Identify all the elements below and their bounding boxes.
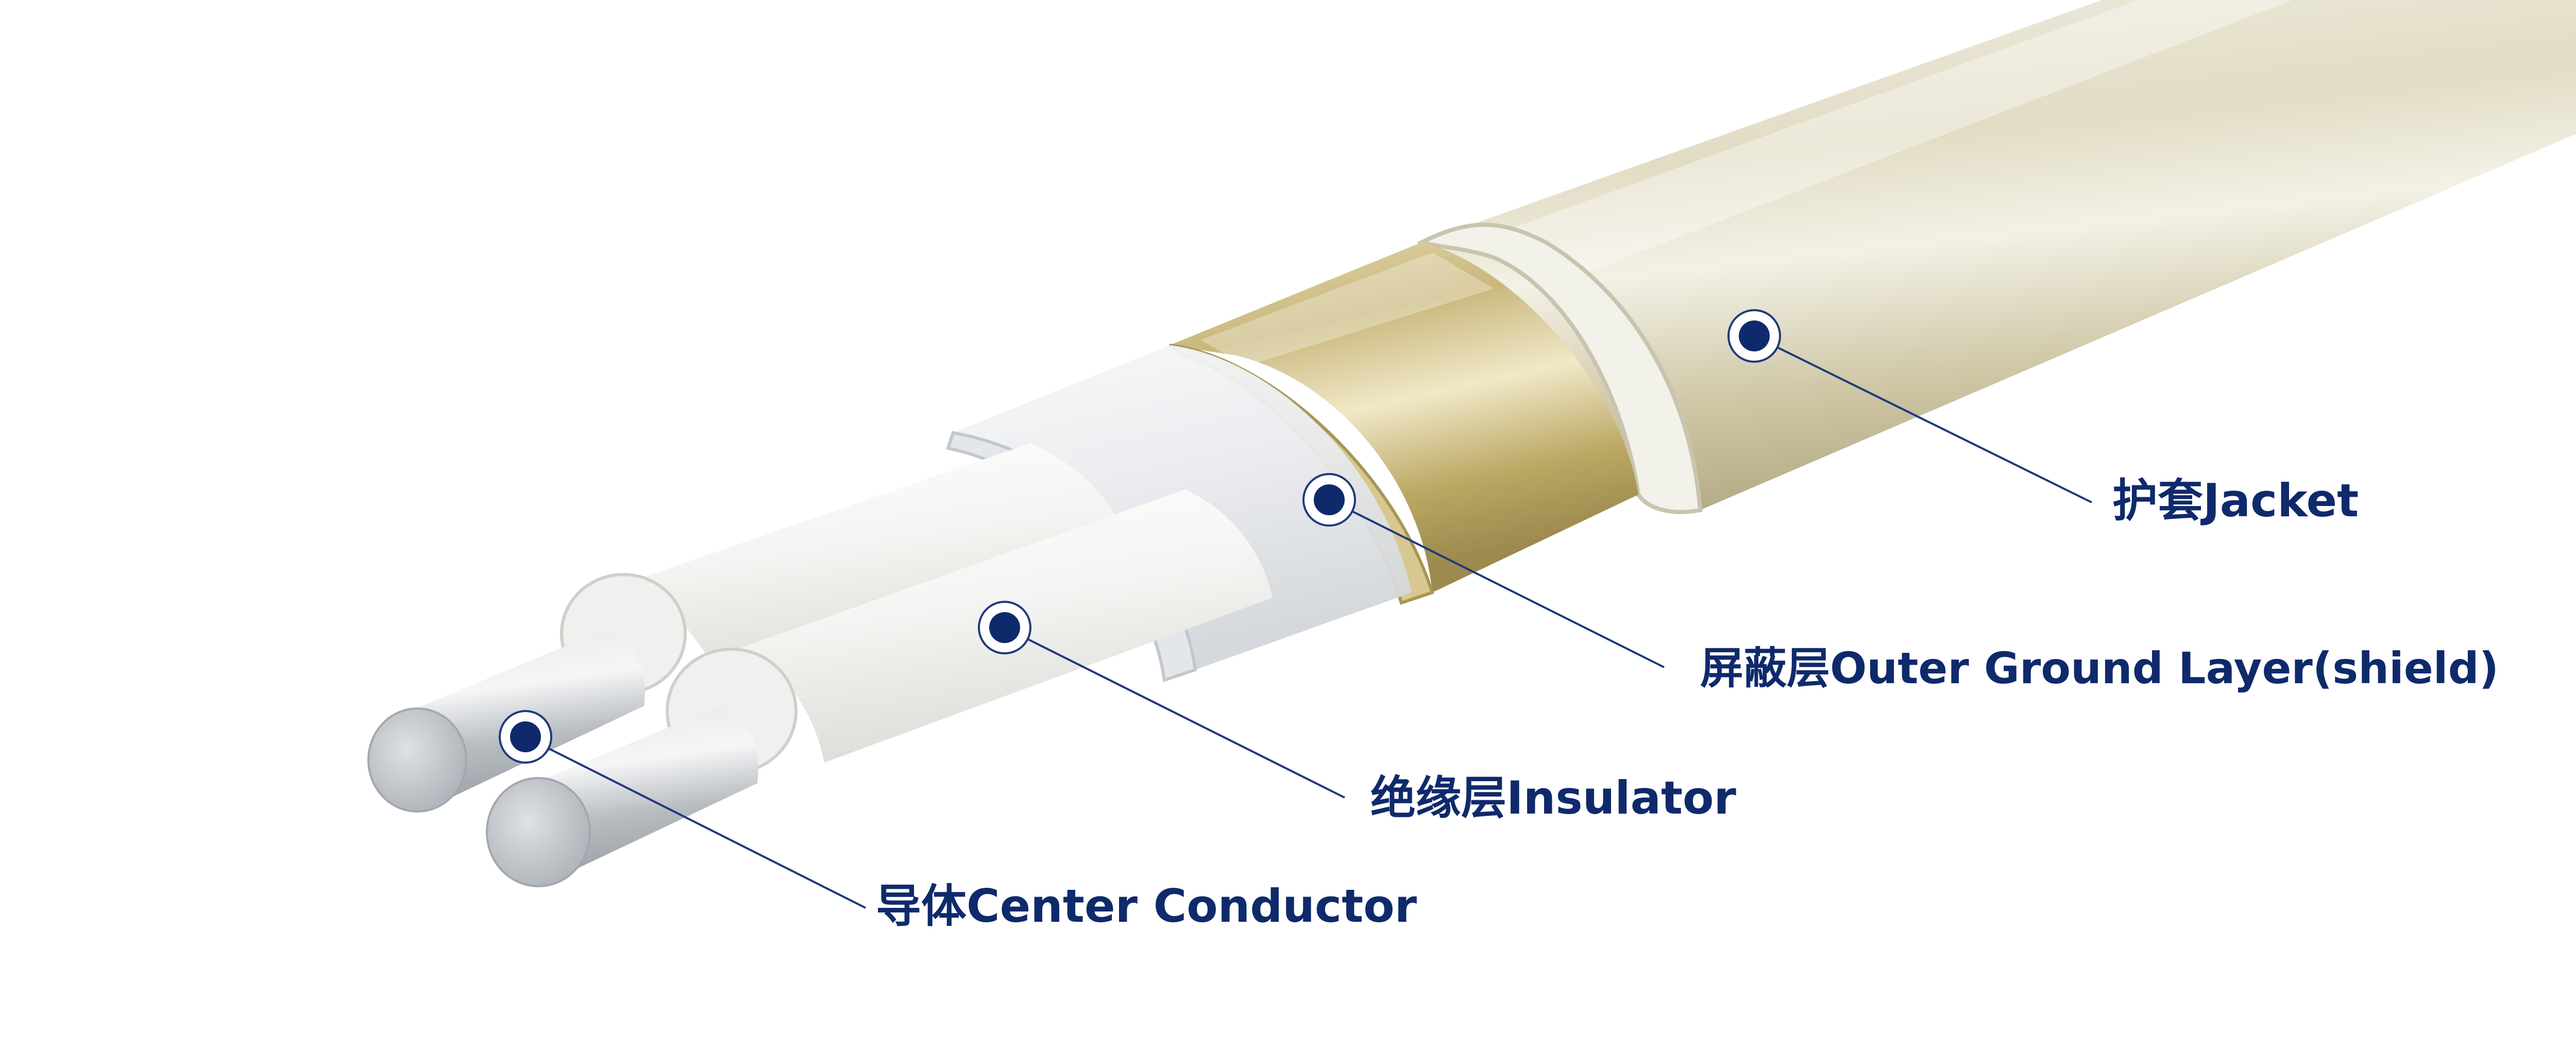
marker-insulator xyxy=(978,601,1031,654)
marker-conductor xyxy=(499,710,552,764)
marker-jacket xyxy=(1727,309,1781,363)
label-shield: 屏蔽层Outer Ground Layer(shield) xyxy=(1700,643,2499,694)
shield-highlight xyxy=(1200,252,1494,366)
label-conductor: 导体Center Conductor xyxy=(876,880,1417,933)
label-jacket: 护套Jacket xyxy=(2112,474,2359,527)
leader-line-conductor xyxy=(525,736,866,909)
label-insulator: 绝缘层Insulator xyxy=(1370,771,1736,824)
jacket-highlight xyxy=(1473,0,2293,289)
shield-body xyxy=(1170,242,1638,593)
leader-line-jacket xyxy=(1754,335,2092,503)
jacket-cut-edge xyxy=(1416,223,1703,514)
leader-line-insulator xyxy=(1004,627,1345,799)
jacket-body xyxy=(1422,0,2576,510)
leader-line-shield xyxy=(1329,499,1665,668)
conductor-back-end xyxy=(367,707,467,813)
marker-shield xyxy=(1302,473,1356,527)
insulator-back xyxy=(629,443,1123,685)
conductor-front-end xyxy=(486,777,591,887)
